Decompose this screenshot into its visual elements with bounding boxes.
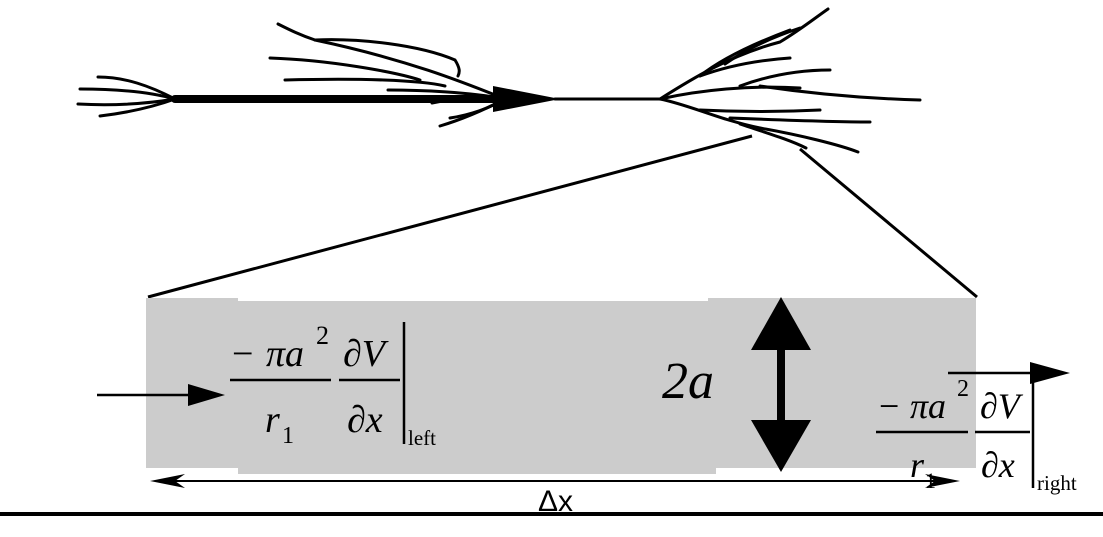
left-eval-sub: left <box>408 426 436 450</box>
zoom-line-right <box>799 147 978 299</box>
right-exponent: 2 <box>957 376 969 402</box>
left-minus: − <box>232 333 253 375</box>
left-a: a <box>285 333 304 375</box>
svg-text:πa: πa <box>910 386 946 426</box>
left-exponent: 2 <box>316 321 329 350</box>
right-a: a <box>928 386 946 426</box>
right-current-expression: − πa 2 r 1 ∂V ∂x right <box>876 375 1077 495</box>
right-r: r <box>910 445 925 485</box>
left-r-sub: 1 <box>282 423 294 449</box>
left-partial-v: ∂V <box>343 333 389 375</box>
right-eval-sub: right <box>1037 471 1077 495</box>
left-r: r <box>265 399 280 441</box>
right-minus: − <box>879 386 899 426</box>
right-pi: π <box>910 386 929 426</box>
diameter-double-arrow-icon <box>751 297 811 472</box>
svg-text:πa: πa <box>266 333 304 375</box>
right-partial-v: ∂V <box>980 386 1024 426</box>
neuron-tree-icon <box>76 7 922 154</box>
length-double-arrow-icon <box>150 474 960 488</box>
right-partial-x: ∂x <box>981 445 1015 485</box>
svg-text:−: − <box>879 386 899 426</box>
current-in-arrow-icon <box>97 384 225 406</box>
current-out-arrow-icon <box>948 362 1070 384</box>
left-current-expression: − πa 2 r 1 ∂V ∂x left <box>230 321 436 450</box>
diameter-label: 2a <box>662 353 714 410</box>
left-pi: π <box>266 333 286 375</box>
left-partial-x: ∂x <box>347 399 383 441</box>
zoom-line-left <box>147 134 753 299</box>
cable-segment <box>146 298 976 474</box>
svg-text:−: − <box>232 333 253 375</box>
